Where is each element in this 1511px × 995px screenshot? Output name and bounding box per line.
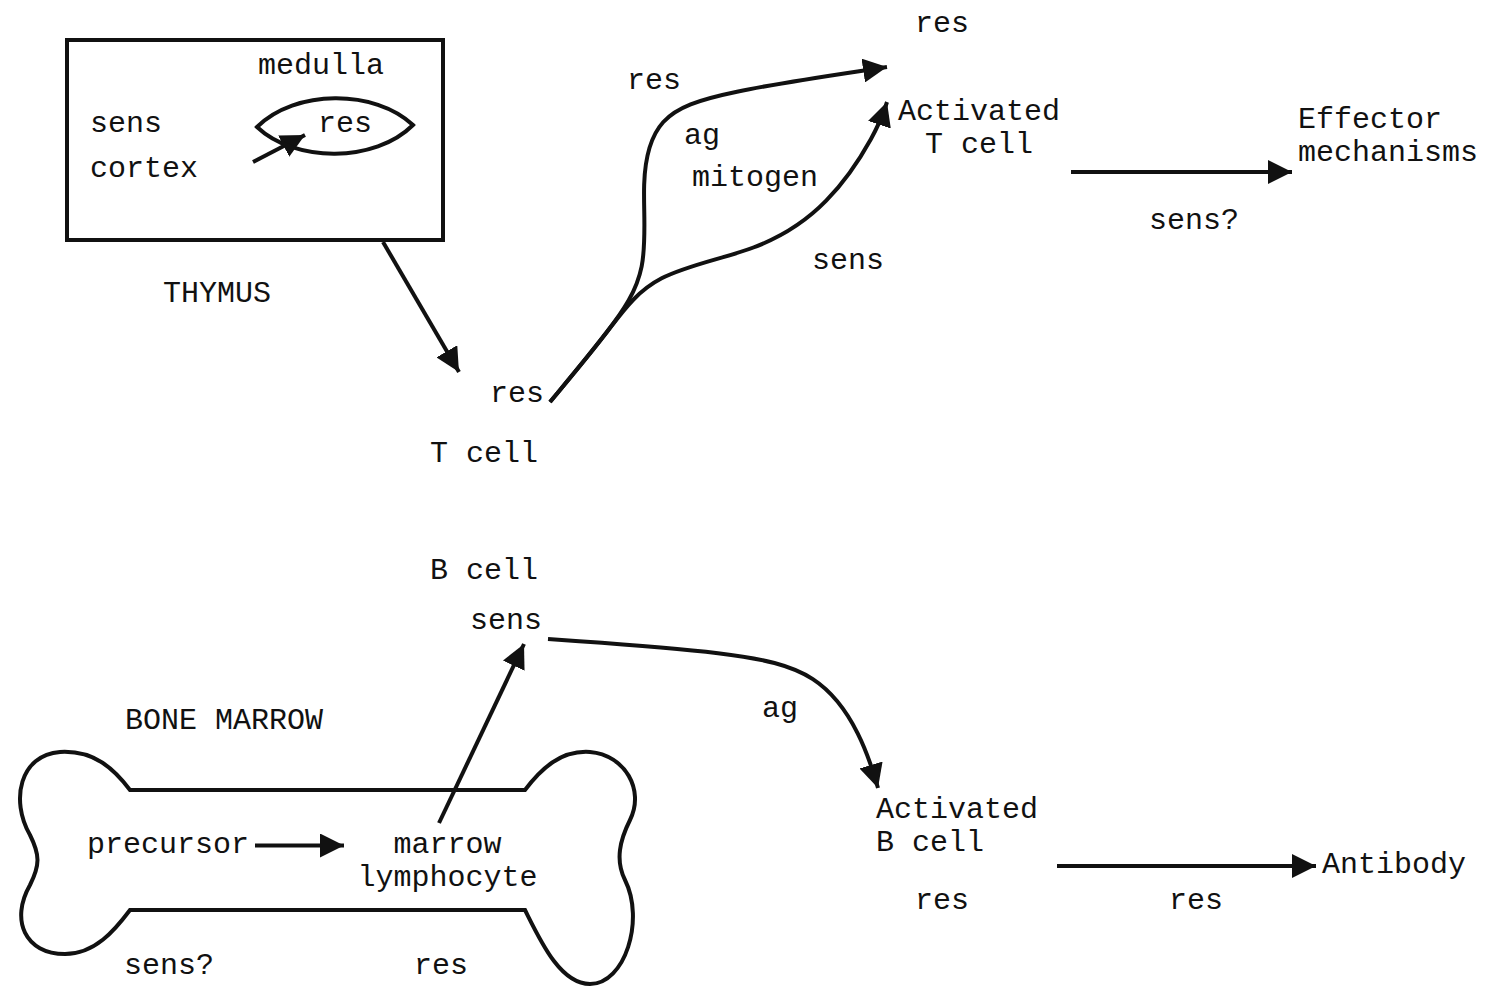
node-text: THYMUS	[163, 278, 271, 311]
bone-outline	[10, 748, 650, 988]
edge-label: res	[1167, 885, 1225, 918]
connector-arrow	[439, 644, 524, 823]
connector-arrow	[1057, 864, 1316, 868]
cell-node: marrow lymphocyte	[344, 823, 551, 901]
activated-cell-node: resActivated T cell	[887, 2, 1071, 168]
node-text: cortex	[90, 153, 198, 186]
connector-arrow	[1071, 170, 1292, 174]
connector-arrow	[550, 102, 887, 402]
node-text: res	[915, 885, 969, 918]
annotation-label: res	[625, 65, 683, 98]
edge-label: sens?	[1147, 205, 1241, 238]
node-text: T cell	[430, 438, 538, 471]
node-text: sens	[90, 108, 162, 141]
node-text: res	[490, 378, 544, 411]
node-text: precursor	[87, 829, 249, 862]
edge-label: ag	[682, 120, 722, 153]
outcome-node: Antibody	[1316, 843, 1472, 888]
edge-label: mitogen	[690, 162, 820, 195]
connector-arrow	[550, 67, 887, 402]
thymus-box: medullaresTHYMUSsenscortex	[65, 38, 445, 242]
bone-marrow-shape: precursormarrow lymphocyteBONE MARROW	[10, 748, 650, 988]
annotation-label: res	[412, 950, 470, 983]
node-text: Activated B cell	[876, 794, 1051, 860]
connector-arrow	[383, 242, 459, 372]
bone-path	[20, 752, 635, 984]
medulla-region: medullares	[255, 95, 415, 157]
connector-arrow	[255, 844, 344, 848]
node-text: res	[318, 108, 372, 141]
connector-arrow	[548, 639, 878, 788]
cell-node: res T cell	[424, 372, 550, 477]
node-text: Effector mechanisms	[1298, 104, 1488, 170]
node-text: medulla	[258, 50, 384, 83]
node-text: sens	[470, 605, 542, 638]
annotation-label: sens?	[122, 950, 216, 983]
node-text: res	[915, 8, 969, 41]
node-text: B cell	[430, 555, 538, 588]
outcome-node: Effector mechanisms	[1292, 98, 1494, 176]
activated-cell-node: Activated B cell res	[870, 788, 1057, 924]
cell-node: B cell sens	[424, 549, 548, 644]
node-text: Activated T cell	[893, 96, 1065, 162]
medulla-path	[257, 98, 413, 154]
node-text: marrow lymphocyte	[350, 829, 545, 895]
edge-label: ag	[760, 693, 800, 726]
cell-node: precursor	[81, 823, 255, 868]
node-text: BONE MARROW	[125, 705, 323, 738]
annotation-label: sens	[810, 245, 886, 278]
node-text: Antibody	[1322, 849, 1466, 882]
